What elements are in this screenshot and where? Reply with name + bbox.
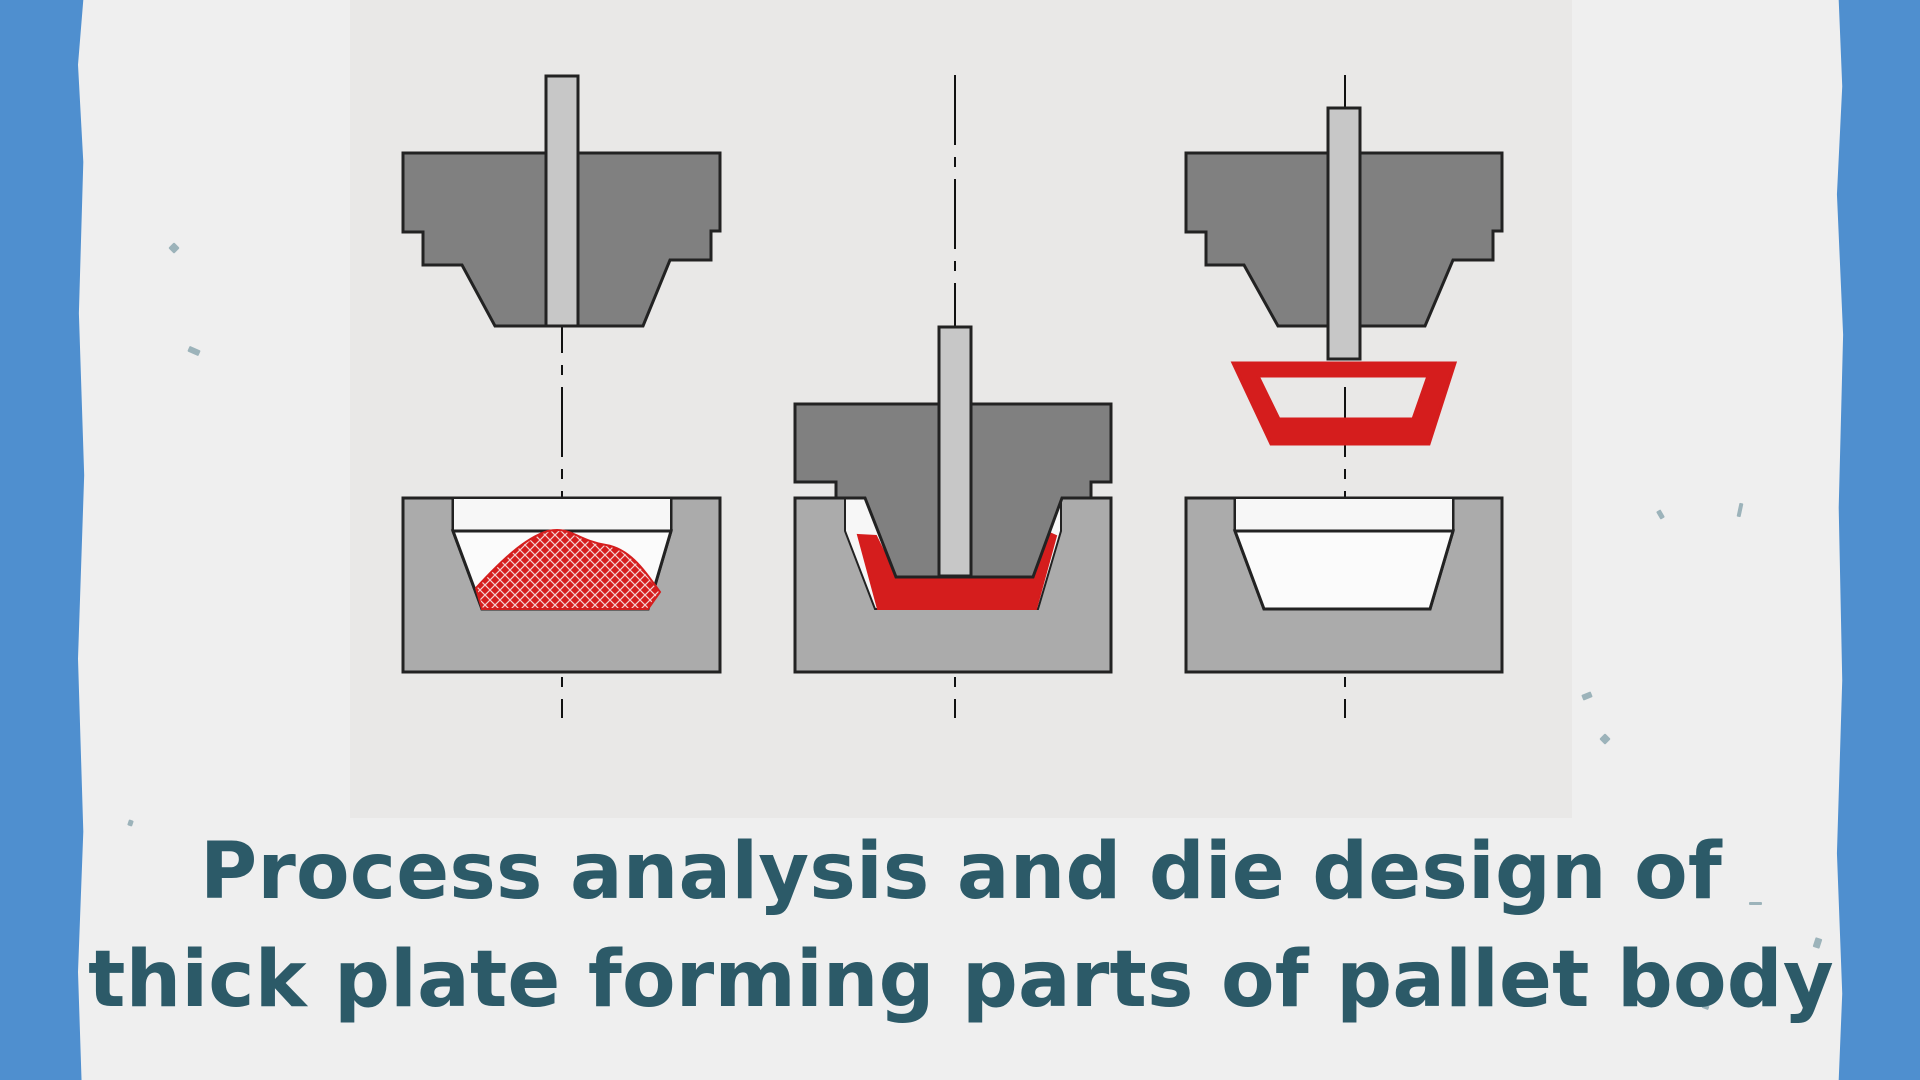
center-punch-rod bbox=[1326, 106, 1362, 361]
center-punch-rod bbox=[544, 74, 580, 328]
center-punch-rod bbox=[937, 325, 973, 578]
powder-charge bbox=[474, 528, 662, 610]
die-cavity-top-lip bbox=[452, 497, 672, 532]
title-line-one: Process analysis and die design of bbox=[199, 827, 1722, 917]
stage-two-pressing bbox=[793, 75, 1113, 718]
die-cavity-top-lip bbox=[1234, 497, 1454, 532]
ejected-part bbox=[1230, 361, 1458, 446]
decorative-speck bbox=[1749, 902, 1762, 905]
title-line-two: thick plate forming parts of pallet body bbox=[88, 935, 1834, 1025]
empty-die-cavity bbox=[1232, 529, 1456, 611]
stage-one-loading bbox=[401, 74, 722, 718]
die-forming-diagram bbox=[401, 74, 1504, 718]
slide-title: Process analysis and die design of thick… bbox=[78, 818, 1844, 1080]
die-diagram-panel bbox=[350, 0, 1572, 818]
stage-three-ejection bbox=[1184, 75, 1504, 718]
